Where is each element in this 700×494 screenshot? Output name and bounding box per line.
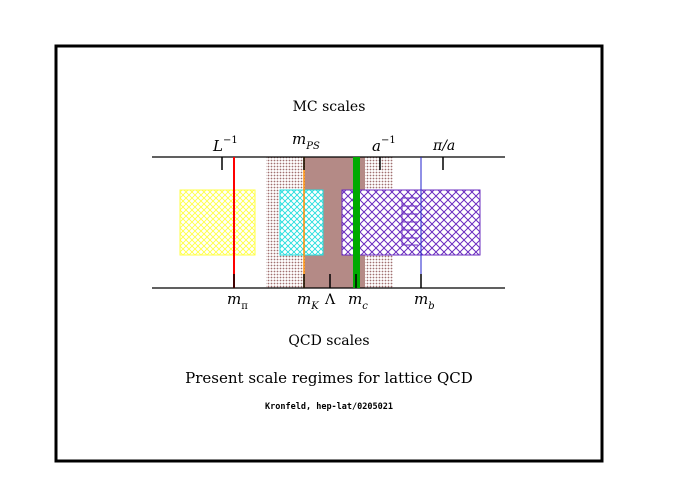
qcd-scales-title: QCD scales bbox=[288, 333, 369, 349]
light-quark-region bbox=[179, 189, 256, 256]
mc-ticks bbox=[221, 157, 444, 170]
label-pi-over-a: π/a bbox=[432, 138, 455, 154]
comb-mark bbox=[401, 197, 418, 246]
label-m-b: mb bbox=[414, 290, 435, 312]
label-m-pi: mπ bbox=[227, 290, 248, 312]
mc-scales-title: MC scales bbox=[293, 99, 366, 115]
label-m-ps: mPS bbox=[292, 130, 320, 152]
strange-quark-region bbox=[279, 189, 324, 256]
qcd-ticks bbox=[233, 274, 422, 288]
label-a-inverse: a−1 bbox=[372, 135, 396, 155]
label-m-c: mc bbox=[348, 290, 368, 312]
label-lambda: Λ bbox=[324, 292, 336, 308]
label-l-inverse: L−1 bbox=[212, 135, 238, 155]
label-m-k: mK bbox=[297, 290, 319, 312]
charm-line bbox=[353, 157, 360, 288]
figure-caption: Present scale regimes for lattice QCD bbox=[185, 369, 473, 387]
figure-credit: Kronfeld, hep-lat/0205021 bbox=[265, 402, 393, 412]
